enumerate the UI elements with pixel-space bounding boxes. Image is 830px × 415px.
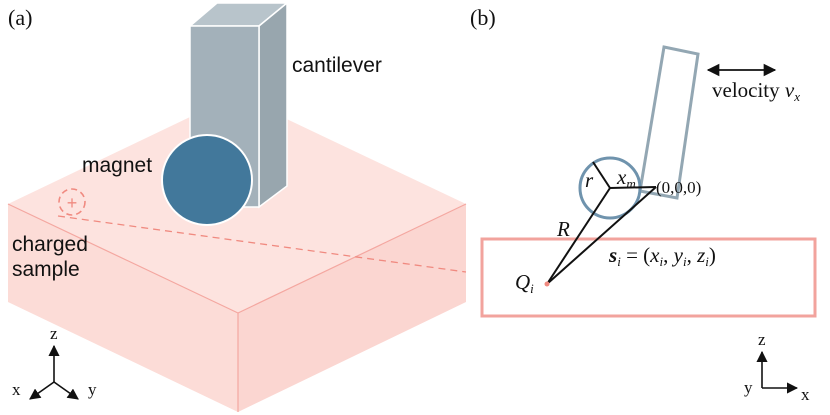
axes-triad-b: z y x <box>744 330 810 404</box>
magnet-label: magnet <box>82 154 152 177</box>
origin-label: (0,0,0) <box>656 178 701 197</box>
distance-R-label: R <box>556 217 570 241</box>
xm-label: xm <box>616 165 636 191</box>
axis-y-label: y <box>88 380 97 399</box>
panel-b-label: (b) <box>470 5 496 30</box>
magnet-sphere <box>161 134 253 226</box>
sample-box <box>480 237 817 318</box>
axes-triad-a: z x y <box>12 324 97 400</box>
axis-b-x-label: x <box>801 385 810 404</box>
geometry-lines <box>546 161 657 285</box>
axis-x-label: x <box>12 380 21 399</box>
axis-b-z-label: z <box>758 330 766 349</box>
radius-r-label: r <box>585 168 594 192</box>
panel-a-label: (a) <box>8 5 32 30</box>
charged-label: charged <box>12 233 88 256</box>
charge-plus-icon: + <box>67 193 78 213</box>
axis-z-label: z <box>50 324 58 343</box>
cantilever-outline <box>638 45 700 200</box>
cantilever-label: cantilever <box>292 54 382 77</box>
charge-point-q <box>544 281 550 287</box>
velocity-label: velocity vx <box>712 78 800 104</box>
axis-b-y-label: y <box>744 378 753 397</box>
sample-label: sample <box>12 258 80 281</box>
charge-Q-label: Qi <box>515 270 534 296</box>
hidden-edge-dashed <box>57 215 467 273</box>
charge-marker: + <box>58 188 86 216</box>
s-vector-label: si = (xi, yi, zi) <box>608 243 716 269</box>
